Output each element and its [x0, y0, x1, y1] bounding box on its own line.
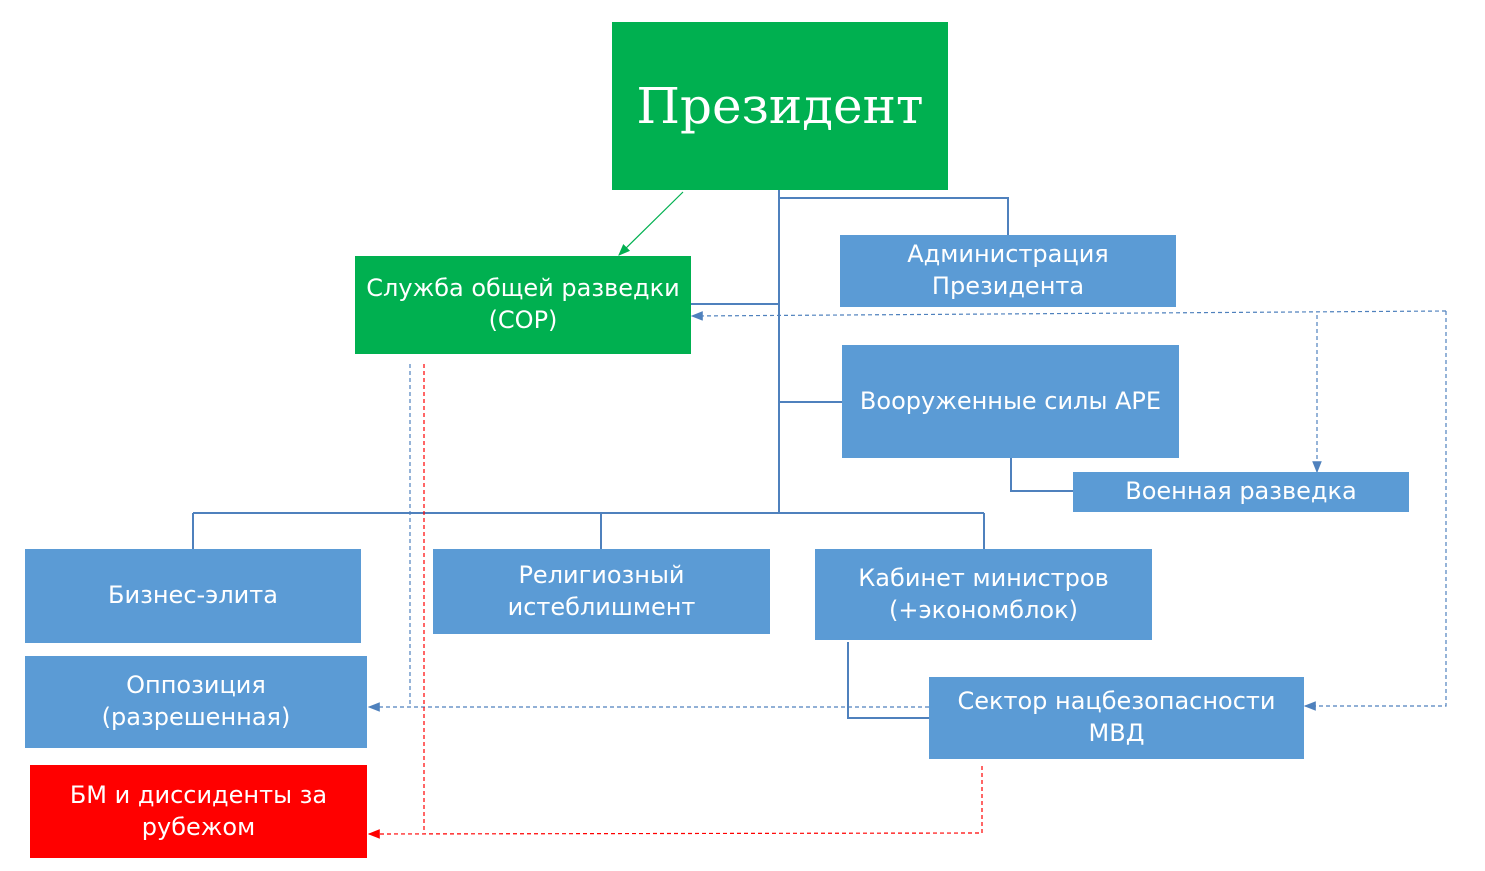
link-armed-forces-to-military-intel: [1010, 458, 1073, 492]
religious-label-line2: истеблишмент: [507, 592, 696, 621]
sor-node: Служба общей разведки (СОР): [355, 256, 691, 354]
bm-dissidents-label-line2: рубежом: [141, 812, 256, 841]
red-dashed-security-to-bm: [367, 766, 983, 839]
president-node: Президент: [612, 22, 948, 190]
opposition-label-line1: Оппозиция: [126, 671, 266, 700]
sor-label-line1: Служба общей разведки: [366, 274, 680, 303]
cabinet-label-line2: (+экономблок): [888, 595, 1078, 624]
religious-label-line1: Религиозный: [518, 560, 685, 589]
president-to-sor-arrow: [618, 191, 684, 256]
security-sector-label-line2: МВД: [1088, 719, 1145, 747]
armed-forces-label: Вооруженные силы АРЕ: [859, 386, 1162, 415]
business-elite-label: Бизнес-элита: [108, 581, 278, 610]
administration-node: Администрация Президента: [840, 235, 1176, 307]
opposition-node: Оппозиция (разрешенная): [25, 656, 367, 748]
military-intel-node: Военная разведка: [1073, 472, 1409, 512]
president-label: Президент: [636, 76, 924, 135]
sor-label-line2: (СОР): [488, 306, 558, 334]
military-intel-label: Военная разведка: [1125, 477, 1357, 506]
armed-forces-node: Вооруженные силы АРЕ: [842, 345, 1179, 458]
dashed-right-vertical: [1303, 311, 1447, 711]
opposition-label-line2: (разрешенная): [101, 703, 291, 731]
link-to-administration: [779, 197, 1009, 235]
bm-dissidents-node: БМ и диссиденты за рубежом: [30, 765, 367, 858]
administration-label-line2: Президента: [931, 272, 1085, 300]
link-cabinet-to-security-sector: [847, 642, 929, 719]
cabinet-label-line1: Кабинет министров: [858, 563, 1109, 592]
security-sector-node: Сектор нацбезопасности МВД: [929, 677, 1304, 759]
dashed-right-loop-to-sor: [690, 310, 1447, 321]
religious-node: Религиозный истеблишмент: [433, 549, 770, 634]
bm-dissidents-label-line1: БМ и диссиденты за: [69, 780, 328, 809]
security-sector-label-line1: Сектор нацбезопасности: [957, 687, 1276, 716]
cabinet-node: Кабинет министров (+экономблок): [815, 549, 1152, 640]
business-elite-node: Бизнес-элита: [25, 549, 361, 643]
administration-label-line1: Администрация: [907, 240, 1109, 269]
